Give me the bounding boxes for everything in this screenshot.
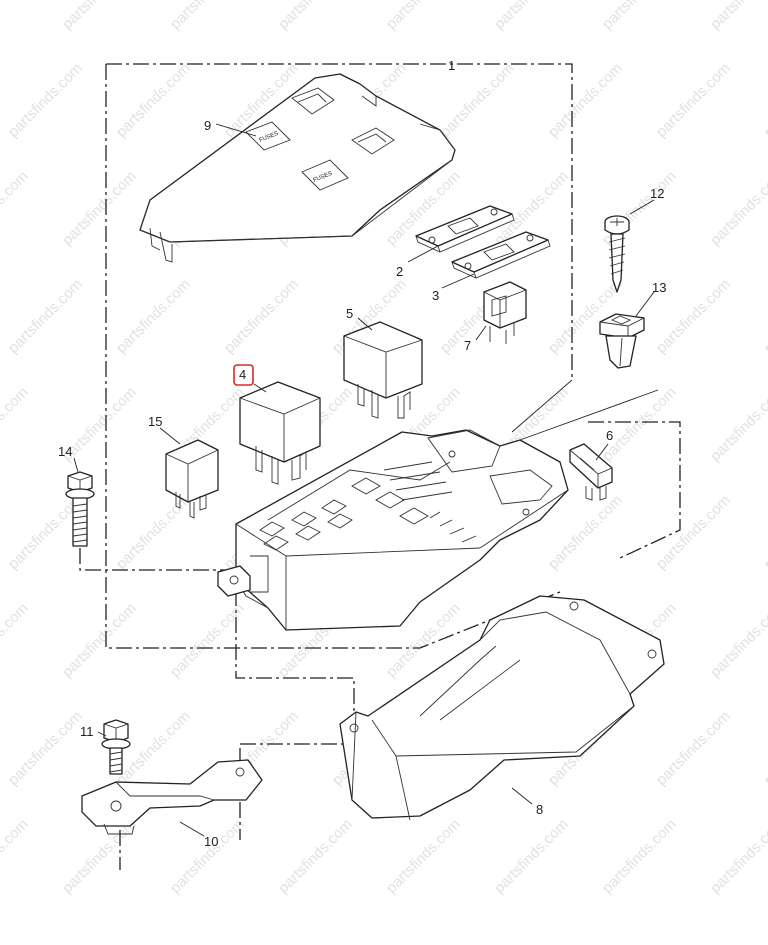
fuse-6 — [569, 443, 613, 501]
callout-12: 12 — [650, 186, 664, 201]
watermark-text: partsfinds.com — [0, 168, 32, 249]
callout-6: 6 — [606, 428, 613, 443]
watermark-text: partsfinds.com — [491, 0, 572, 33]
fuse-box-base — [217, 429, 569, 631]
callout-10: 10 — [204, 834, 218, 849]
relay-15 — [165, 439, 219, 519]
watermark-text: partsfinds.com — [5, 276, 86, 357]
watermark-text: partsfinds.com — [275, 0, 356, 33]
watermark-text: partsfinds.com — [545, 60, 626, 141]
watermark-text: partsfinds.com — [0, 0, 32, 33]
watermark-text: partsfinds.com — [707, 816, 768, 897]
watermark-text: partsfinds.com — [761, 708, 768, 789]
watermark-text: partsfinds.com — [761, 492, 768, 573]
watermark-text: partsfinds.com — [59, 816, 140, 897]
watermark-text: partsfinds.com — [113, 276, 194, 357]
watermark-text: partsfinds.com — [761, 276, 768, 357]
watermark-text: partsfinds.com — [599, 816, 680, 897]
callout-8: 8 — [536, 802, 543, 817]
watermark-text: partsfinds.com — [167, 816, 248, 897]
callout-1: 1 — [448, 58, 455, 73]
fuse-leader — [511, 379, 659, 441]
callout-14: 14 — [58, 444, 72, 459]
watermark-text: partsfinds.com — [5, 60, 86, 141]
watermark-text: partsfinds.com — [383, 816, 464, 897]
watermark-text: partsfinds.com — [0, 384, 32, 465]
watermark-text: partsfinds.com — [599, 0, 680, 33]
callout-2: 2 — [396, 264, 403, 279]
callout-13: 13 — [652, 280, 666, 295]
watermark-text: partsfinds.com — [113, 60, 194, 141]
clip-nut-13 — [599, 313, 645, 369]
callout-4: 4 — [239, 367, 246, 382]
watermark-text: partsfinds.com — [599, 384, 680, 465]
watermark-text: partsfinds.com — [275, 816, 356, 897]
watermark-text: partsfinds.com — [59, 0, 140, 33]
callout-4-highlight — [233, 364, 254, 386]
watermark-text: partsfinds.com — [59, 168, 140, 249]
callout-5: 5 — [346, 306, 353, 321]
watermark-text: partsfinds.com — [221, 276, 302, 357]
callout-7: 7 — [464, 338, 471, 353]
callout-3: 3 — [432, 288, 439, 303]
watermark-text: partsfinds.com — [707, 384, 768, 465]
watermark-text: partsfinds.com — [653, 492, 734, 573]
watermark-text: partsfinds.com — [491, 816, 572, 897]
watermark-text: partsfinds.com — [167, 0, 248, 33]
watermark-text: partsfinds.com — [113, 492, 194, 573]
watermark-text: partsfinds.com — [707, 600, 768, 681]
callout-11: 11 — [80, 724, 94, 739]
watermark-text: partsfinds.com — [59, 600, 140, 681]
screw-12 — [604, 215, 630, 293]
bolt-14 — [65, 471, 95, 547]
bolt-11 — [101, 719, 131, 775]
clip-strip-3 — [451, 231, 551, 279]
relay-4 — [239, 381, 321, 485]
clip-strip-2 — [415, 205, 515, 253]
watermark-text: partsfinds.com — [0, 600, 32, 681]
callout-9: 9 — [204, 118, 211, 133]
lower-tray-8 — [339, 595, 665, 821]
callout-15: 15 — [148, 414, 162, 429]
fuse-box-cover: FUSES FUSES — [139, 73, 456, 263]
watermark-text: partsfinds.com — [707, 168, 768, 249]
watermark-text: partsfinds.com — [383, 0, 464, 33]
watermark-text: partsfinds.com — [761, 60, 768, 141]
callout-numbers: 1 2 3 4 5 6 7 8 9 10 11 12 13 14 15 — [58, 58, 666, 849]
watermark-text: partsfinds.com — [653, 708, 734, 789]
watermark-text: partsfinds.com — [5, 708, 86, 789]
bracket-10 — [81, 759, 263, 835]
watermark-text: partsfinds.com — [653, 60, 734, 141]
relay-5 — [343, 321, 423, 419]
watermark-text: partsfinds.com — [545, 492, 626, 573]
watermark-text: partsfinds.com — [707, 0, 768, 33]
watermark-text: partsfinds.com — [0, 816, 32, 897]
mini-relay-7 — [483, 281, 527, 344]
callout-leaders — [73, 123, 655, 837]
